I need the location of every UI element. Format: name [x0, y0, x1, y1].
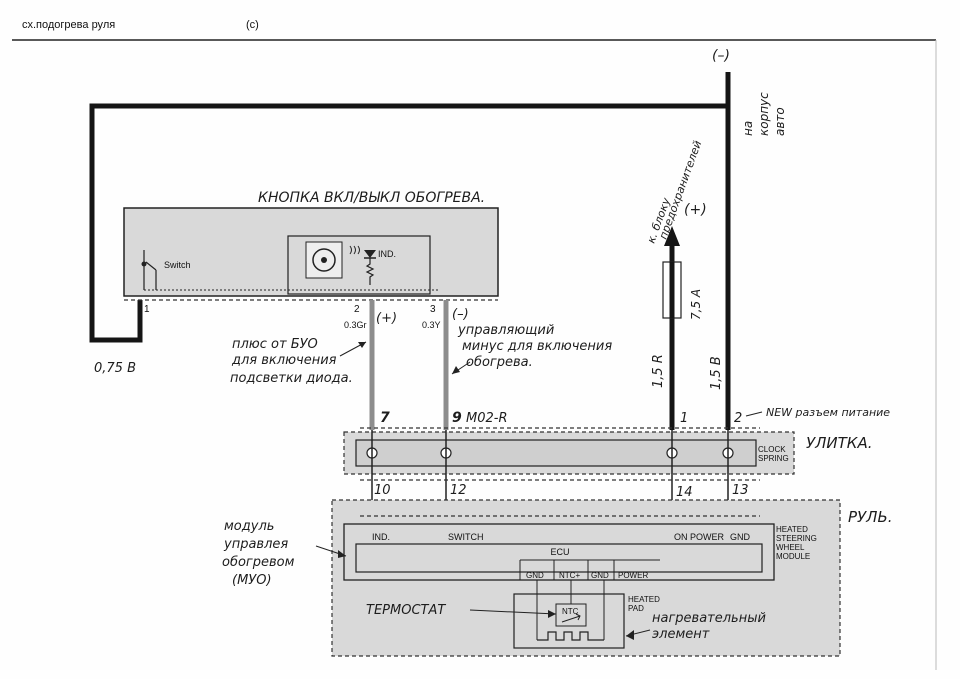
hswm-label-3: WHEEL [776, 543, 805, 552]
clock-spring-inner [355, 439, 757, 467]
heated-pad-label-1: HEATED [628, 595, 660, 604]
power-arrow-icon [664, 226, 680, 246]
ecu-ntc-terminal: NTC+ [559, 571, 580, 580]
arrow-head-minus-icon [452, 366, 460, 374]
switch-symbol [143, 250, 157, 290]
pin-10-label: 10 [374, 483, 391, 498]
fuse-value-label: 7,5 A [689, 289, 703, 320]
thermostat-label: ТЕРМОСТАТ [366, 603, 446, 618]
module-ru-label-3: обогревом [222, 555, 295, 570]
wire-03gr-label: 0.3Gr [344, 320, 367, 330]
arrow-head-module-icon [338, 550, 346, 558]
header-left-text: сх.подогрева руля [22, 19, 115, 31]
pin-2-label: 2 [354, 304, 360, 315]
control-minus-1: управляющий [457, 323, 554, 338]
pin-3-label: 3 [430, 304, 436, 315]
ecu-gnd-terminal: GND [526, 571, 544, 580]
arrow-head-heating-icon [626, 630, 634, 640]
steering-wheel-icon [312, 248, 336, 272]
pin-1-label: 1 [144, 304, 150, 315]
wire-15b-label: 1,5 B [709, 356, 724, 390]
arrow-to-thermostat [469, 609, 557, 615]
ground-wire-075b [89, 103, 728, 343]
heating-element-label-2: элемент [652, 627, 710, 642]
button-title: КНОПКА ВКЛ/ВЫКЛ ОБОГРЕВА. [258, 190, 485, 206]
pin-14-label: 14 [676, 485, 693, 500]
body-ground-label-1: на [741, 121, 755, 136]
clock-spring-ru-label: УЛИТКА. [806, 434, 872, 452]
steering-wheel-ru-label: РУЛЬ. [848, 508, 893, 526]
heat-waves-icon [349, 245, 360, 255]
conn-2-label: 2 [734, 411, 742, 426]
ntc-box [555, 603, 587, 627]
heating-element-icon [537, 631, 604, 641]
minus-pin-label: (–) [452, 307, 469, 322]
plus-pin-label: (+) [376, 311, 397, 326]
control-minus-2: минус для включения [462, 339, 612, 354]
minus-top-label: (–) [712, 48, 730, 64]
module-ru-label-2: управлея [223, 537, 288, 552]
switch-contact-icon [141, 261, 147, 267]
steering-wheel-hub-icon [321, 257, 327, 263]
wire-075b-label: 0,75 B [94, 361, 136, 376]
new-power-connector-label: NEW разъем питание [766, 406, 890, 419]
module-ru-label-1: модуль [224, 519, 274, 534]
header-mid-text: (с) [246, 19, 259, 31]
switch-terminal: SWITCH [448, 532, 484, 542]
switch-label: Switch [164, 260, 191, 270]
led-diode-icon [364, 250, 376, 258]
ntc-label: NTC [562, 607, 579, 616]
conn-code-label: M02-R [466, 411, 507, 426]
thermistor-icon [561, 613, 581, 623]
to-fuse-block-2: предохранителей [657, 139, 705, 241]
ind-terminal: IND. [372, 532, 390, 542]
heating-element-label-1: нагревательный [652, 611, 766, 626]
conn-7-label: 7 [380, 410, 390, 426]
arrow-to-new-connector [745, 411, 763, 417]
conn-9-label: 9 [452, 410, 462, 426]
wire-03y-label: 0.3Y [422, 320, 441, 330]
plus-from-bcm-3: подсветки диода. [230, 371, 353, 386]
clock-spring-label-2: SPRING [758, 454, 789, 463]
pin-12-label: 12 [450, 483, 467, 498]
control-minus-3: обогрева. [466, 355, 533, 370]
hswm-label-2: STEERING [776, 534, 817, 543]
ecu-label: ECU [550, 547, 569, 557]
resistor-icon [365, 258, 375, 285]
on-power-terminal: ON POWER [674, 532, 725, 542]
wire-15r-label: 1,5 R [651, 354, 666, 388]
pin-13-label: 13 [732, 483, 749, 498]
body-ground-label-2: корпус [757, 92, 771, 136]
gnd-terminal: GND [730, 532, 751, 542]
arrow-head-thermostat-icon [548, 610, 556, 618]
ecu-box [355, 543, 763, 573]
ecu-terminal-dividers [519, 560, 615, 580]
clock-spring-label-1: CLOCK [758, 445, 786, 454]
module-ru-label-4: (МУО) [232, 573, 272, 588]
plus-top-label: (+) [684, 202, 707, 218]
clock-spring-terminals [366, 430, 734, 510]
plus-from-bcm-2: для включения [231, 353, 337, 368]
ecu-gnd2-terminal: GND [591, 571, 609, 580]
conn-1-label: 1 [680, 411, 688, 426]
pad-wires [536, 580, 605, 640]
heated-pad-label-2: PAD [628, 604, 644, 613]
ind-label: IND. [378, 249, 396, 259]
heated-wheel-icon-frame [305, 241, 343, 279]
body-ground-label-3: авто [773, 107, 787, 136]
plus-from-bcm-1: плюс от БУО [232, 337, 318, 352]
hswm-label-1: HEATED [776, 525, 808, 534]
ecu-power-terminal: POWER [618, 571, 648, 580]
hswm-label-4: MODULE [776, 552, 810, 561]
arrow-head-plus-icon [358, 342, 366, 348]
